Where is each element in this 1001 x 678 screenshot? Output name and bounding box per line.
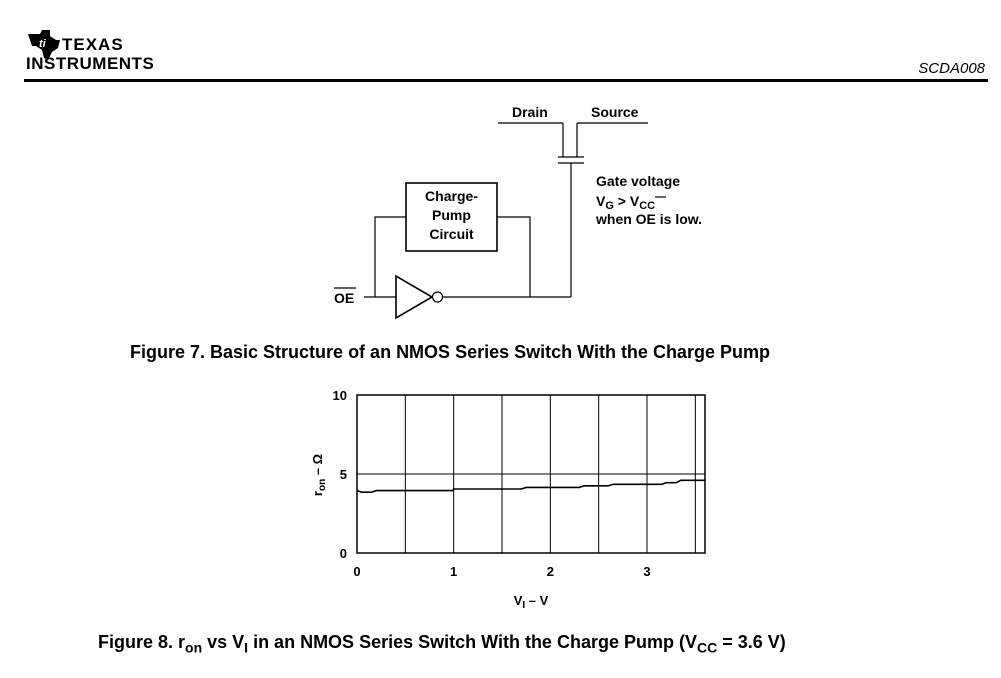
y-tick-label: 0	[340, 546, 347, 561]
plot-frame	[356, 394, 706, 554]
x-tick-label: 2	[547, 564, 554, 579]
gate-condition-label: VG > VCC	[596, 193, 655, 212]
header-rule	[24, 79, 988, 82]
gate-voltage-label: Gate voltage	[596, 173, 680, 189]
document-id: SCDA008	[918, 60, 985, 77]
series-line-ron	[356, 479, 705, 493]
logo-text-texas: TEXAS	[62, 35, 124, 54]
y-axis-label: ron – Ω	[310, 454, 328, 496]
gate-when-oe-label: when OE is low.	[595, 211, 702, 227]
ti-state-logo-icon: ti	[28, 30, 60, 60]
inverter-symbol	[395, 274, 434, 320]
source-label: Source	[591, 104, 639, 120]
svg-text:ti: ti	[39, 38, 47, 50]
figure8-caption: Figure 8. ron vs VI in an NMOS Series Sw…	[98, 632, 786, 656]
figure7-schematic: Drain Source Gate voltage VG > VCC when …	[334, 104, 702, 320]
x-tick-label: 0	[353, 564, 360, 579]
y-tick-label: 5	[340, 467, 347, 482]
y-tick-label: 10	[333, 388, 347, 403]
figure7-caption: Figure 7. Basic Structure of an NMOS Ser…	[130, 342, 770, 362]
ti-logo: ti	[26, 30, 176, 78]
drain-label: Drain	[512, 104, 548, 120]
pump-label-line3: Circuit	[429, 226, 474, 242]
logo-text-instruments: INSTRUMENTS	[26, 54, 155, 73]
oe-label: OE	[334, 290, 354, 306]
pump-label-line1: Charge-	[425, 188, 478, 204]
pump-input-wire	[374, 216, 406, 297]
x-axis-label: VI – V	[514, 593, 549, 611]
ron-chart: 0 1 2 3 0 5 10 ron – Ω VI – V	[310, 388, 706, 611]
pump-label-line2: Pump	[432, 207, 471, 223]
pump-output-wire	[497, 216, 531, 297]
x-tick-label: 1	[450, 564, 457, 579]
x-tick-label: 3	[643, 564, 650, 579]
inverter-bubble	[431, 291, 444, 303]
